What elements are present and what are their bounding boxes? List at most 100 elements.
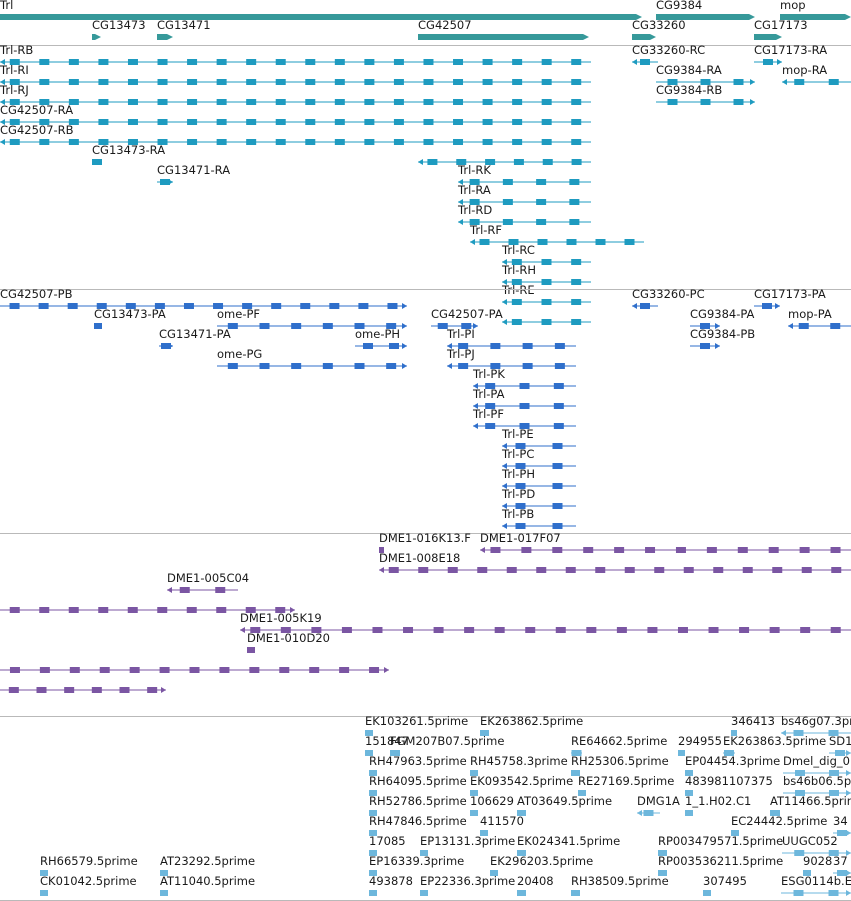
trl-pb-feature[interactable]: Trl-PB xyxy=(501,507,576,529)
cg13471-pa-feature[interactable]: CG13471-PA xyxy=(159,327,231,349)
unlabeled-feature[interactable] xyxy=(0,687,166,693)
ek296203-5prime-feature[interactable]: EK296203.5prime xyxy=(490,854,593,876)
cg13473-feature[interactable]: CG13473 xyxy=(92,18,146,40)
dmg1a-feature[interactable]: DMG1A xyxy=(637,794,680,816)
re64662-5prime-feature[interactable]: RE64662.5prime xyxy=(571,734,667,756)
cg9384-rb-feature[interactable]: CG9384-RB xyxy=(656,83,755,105)
cg42507-feature[interactable]: CG42507 xyxy=(418,18,589,40)
411570-feature[interactable]: 411570 xyxy=(480,814,524,836)
rh47846-5prime-feature[interactable]: RH47846.5prime xyxy=(369,814,467,836)
rh66579-5prime-feature[interactable]: RH66579.5prime xyxy=(40,854,138,876)
unlabeled-feature[interactable] xyxy=(0,607,295,613)
cg17173-ra-feature[interactable]: CG17173-RA xyxy=(754,43,827,65)
cg9384-pa-feature[interactable]: CG9384-PA xyxy=(690,307,755,329)
uugc052-feature[interactable]: UUGC052 xyxy=(782,834,851,856)
trl-feature[interactable]: Trl xyxy=(0,0,642,20)
dmel-dig-0-feature[interactable]: Dmel_dig_0 xyxy=(783,754,851,776)
294955-feature[interactable]: 294955 xyxy=(678,734,722,756)
cg9384-ra-feature[interactable]: CG9384-RA xyxy=(656,63,755,85)
cg13471-ra-feature[interactable]: CG13471-RA xyxy=(157,163,230,185)
rh52786-5prime-feature[interactable]: RH52786.5prime xyxy=(369,794,467,816)
rp003479571-5prime-feature[interactable]: RP003479571.5prime xyxy=(658,834,783,856)
unlabeled-feature[interactable] xyxy=(418,159,591,165)
trl-rc-feature[interactable]: Trl-RC xyxy=(501,243,591,265)
ck01042-5prime-feature[interactable]: CK01042.5prime xyxy=(40,874,137,896)
483981107375-feature[interactable]: 483981107375 xyxy=(685,774,773,796)
cg42507-rb-feature[interactable]: CG42507-RB xyxy=(0,123,591,145)
trl-pa-feature[interactable]: Trl-PA xyxy=(472,387,576,409)
at11466-5prime-feature[interactable]: AT11466.5prime xyxy=(770,794,851,816)
106629-feature[interactable]: 106629 xyxy=(470,794,514,816)
ep13131-3prime-feature[interactable]: EP13131.3prime xyxy=(420,834,515,856)
37-feature[interactable]: 37 xyxy=(833,854,851,876)
cg13473-pa-feature[interactable]: CG13473-PA xyxy=(94,307,166,329)
trl-rh-feature[interactable]: Trl-RH xyxy=(501,263,591,285)
trl-re-feature[interactable]: Trl-RE xyxy=(501,283,591,305)
trl-rd-feature[interactable]: Trl-RD xyxy=(457,203,591,225)
rh45758-3prime-feature[interactable]: RH45758.3prime xyxy=(470,754,568,776)
rh64095-5prime-feature[interactable]: RH64095.5prime xyxy=(369,774,467,796)
dme1-005k19-feature[interactable]: DME1-005K19 xyxy=(240,611,851,633)
trl-pi-feature[interactable]: Trl-PI xyxy=(446,327,576,349)
at23292-5prime-feature[interactable]: AT23292.5prime xyxy=(160,854,255,876)
dme1-008e18-feature[interactable]: DME1-008E18 xyxy=(379,551,851,573)
rp003536211-5prime-feature[interactable]: RP003536211.5prime xyxy=(658,854,783,876)
cg42507-ra-feature[interactable]: CG42507-RA xyxy=(0,103,591,125)
bs46g07-3prime-feature[interactable]: bs46g07.3prime xyxy=(781,714,851,736)
fgm207b07-5prime-feature[interactable]: FGM207B07.5prime xyxy=(390,734,504,756)
trl-ph-feature[interactable]: Trl-PH xyxy=(501,467,576,489)
ep04454-3prime-feature[interactable]: EP04454.3prime xyxy=(685,754,780,776)
cg13471-feature[interactable]: CG13471 xyxy=(157,18,211,40)
dme1-017f07-feature[interactable]: DME1-017F07 xyxy=(480,531,851,553)
307495-feature[interactable]: 307495 xyxy=(703,874,747,896)
trl-rb-feature[interactable]: Trl-RB xyxy=(0,43,591,65)
dme1-016k13-f-feature[interactable]: DME1-016K13.F xyxy=(379,531,471,553)
ome-ph-feature[interactable]: ome-PH xyxy=(355,327,407,349)
34-feature[interactable]: 34 xyxy=(833,814,851,836)
cg33260-rc-feature[interactable]: CG33260-RC xyxy=(632,43,705,65)
cg9384-feature[interactable]: CG9384 xyxy=(656,0,755,20)
mop-ra-feature[interactable]: mop-RA xyxy=(782,63,851,85)
493878-feature[interactable]: 493878 xyxy=(369,874,413,896)
17085-feature[interactable]: 17085 xyxy=(369,834,406,856)
trl-pk-feature[interactable]: Trl-PK xyxy=(472,367,576,389)
trl-ra-feature[interactable]: Trl-RA xyxy=(457,183,591,205)
mop-pa-feature[interactable]: mop-PA xyxy=(788,307,851,329)
trl-pj-feature[interactable]: Trl-PJ xyxy=(446,347,576,369)
ek103261-5prime-feature[interactable]: EK103261.5prime xyxy=(365,714,468,736)
rh25306-5prime-feature[interactable]: RH25306.5prime xyxy=(571,754,669,776)
bs46b06-5p-feature[interactable]: bs46b06.5p xyxy=(783,774,851,796)
cg17173-pa-feature[interactable]: CG17173-PA xyxy=(754,287,826,309)
at03649-5prime-feature[interactable]: AT03649.5prime xyxy=(517,794,612,816)
ome-pg-feature[interactable]: ome-PG xyxy=(217,347,407,369)
ek263862-5prime-feature[interactable]: EK263862.5prime xyxy=(480,714,583,736)
346413-feature[interactable]: 346413 xyxy=(731,714,775,736)
trl-pd-feature[interactable]: Trl-PD xyxy=(501,487,576,509)
9028-feature[interactable]: 9028 xyxy=(803,854,832,876)
trl-pc-feature[interactable]: Trl-PC xyxy=(501,447,576,469)
at11040-5prime-feature[interactable]: AT11040.5prime xyxy=(160,874,255,896)
trl-pf-feature[interactable]: Trl-PF xyxy=(472,407,576,429)
unlabeled-feature[interactable] xyxy=(0,667,389,673)
trl-rj-feature[interactable]: Trl-RJ xyxy=(0,83,591,105)
cg33260-pc-feature[interactable]: CG33260-PC xyxy=(632,287,705,309)
rh38509-5prime-feature[interactable]: RH38509.5prime xyxy=(571,874,669,896)
151847-feature[interactable]: 151847 xyxy=(365,734,409,756)
ep22336-3prime-feature[interactable]: EP22336.3prime xyxy=(420,874,515,896)
20408-feature[interactable]: 20408 xyxy=(517,874,554,896)
rh47963-5prime-feature[interactable]: RH47963.5prime xyxy=(369,754,467,776)
mop-feature[interactable]: mop xyxy=(780,0,851,20)
cg9384-pb-feature[interactable]: CG9384-PB xyxy=(690,327,755,349)
dme1-005c04-feature[interactable]: DME1-005C04 xyxy=(167,571,249,593)
ome-pf-feature[interactable]: ome-PF xyxy=(217,307,407,329)
ek263863-5prime-feature[interactable]: EK263863.5prime xyxy=(723,734,826,756)
1-1-h02-c1-feature[interactable]: 1_1.H02.C1 xyxy=(685,794,751,816)
unlabeled-feature[interactable] xyxy=(502,319,591,325)
trl-pe-feature[interactable]: Trl-PE xyxy=(501,427,576,449)
trl-rk-feature[interactable]: Trl-RK xyxy=(457,163,591,185)
esg0114b-e-feature[interactable]: ESG0114b.E xyxy=(781,874,851,896)
re27169-5prime-feature[interactable]: RE27169.5prime xyxy=(578,774,674,796)
ec24442-5prime-feature[interactable]: EC24442.5prime xyxy=(731,814,827,836)
cg33260-feature[interactable]: CG33260 xyxy=(632,18,686,40)
trl-ri-feature[interactable]: Trl-RI xyxy=(0,63,591,85)
